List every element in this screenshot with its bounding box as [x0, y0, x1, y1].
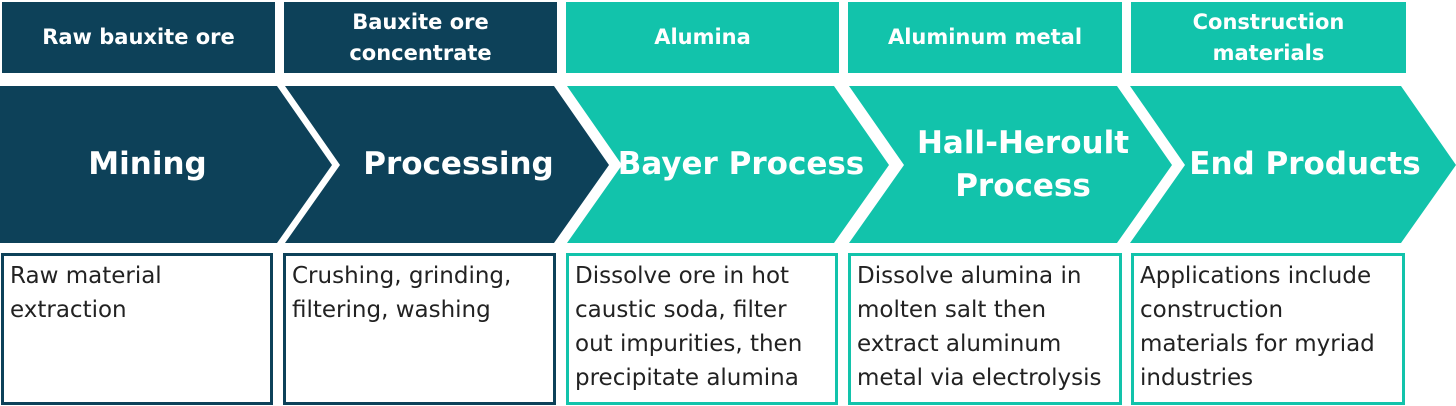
desc-mining: Raw material extraction: [1, 253, 273, 405]
desc-end-products: Applications include construction materi…: [1131, 253, 1405, 405]
stage-title-processing: Processing: [363, 146, 554, 182]
chevron-processing: [285, 86, 609, 243]
top-label-aluminum-metal: Aluminum metal: [848, 2, 1122, 73]
top-label-alumina: Alumina: [566, 2, 839, 73]
top-label-raw-bauxite-ore: Raw bauxite ore: [2, 2, 275, 73]
stage-title-mining: Mining: [88, 146, 207, 182]
chevron-hall-heroult-process: [849, 86, 1172, 243]
stage-title-end-products: End Products: [1189, 146, 1421, 182]
top-label-bauxite-ore-concentrate: Bauxite ore concentrate: [284, 2, 557, 73]
stage-title-bayer-process: Bayer Process: [617, 146, 865, 182]
top-label-construction-materials: Construction materials: [1131, 2, 1406, 73]
desc-bayer-process: Dissolve ore in hot caustic soda, filter…: [566, 253, 838, 405]
desc-hall-heroult-process: Dissolve alumina in molten salt then ext…: [848, 253, 1122, 405]
stage-title-hall-heroult-process: Hall-Heroult Process: [916, 124, 1130, 204]
chevron-bayer-process: [567, 86, 889, 243]
chevron-end-products: [1130, 86, 1456, 243]
chevron-mining: [0, 86, 332, 243]
desc-processing: Crushing, grinding, filtering, washing: [283, 253, 556, 405]
